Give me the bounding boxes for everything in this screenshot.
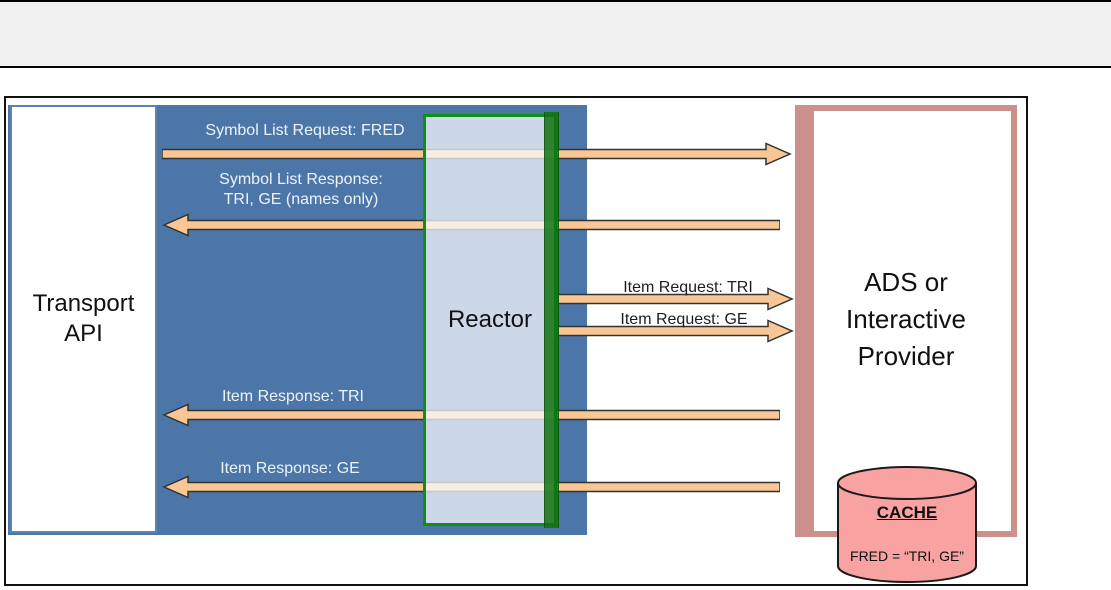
reactor-channel-bar <box>544 112 559 528</box>
reactor-box <box>423 114 557 526</box>
item-request-tri-arrow <box>558 287 794 311</box>
cache-entry: FRED = “TRI, GE” <box>850 548 964 564</box>
item-response-ge-label: Item Response: GE <box>220 460 360 477</box>
symbol-list-response-label-line1: Symbol List Response: <box>219 171 383 188</box>
cache-cylinder <box>835 464 979 586</box>
item-request-tri-label: Item Request: TRI <box>623 279 753 296</box>
item-response-tri-label: Item Response: TRI <box>222 388 364 405</box>
provider-label-line2: Interactive <box>846 304 966 334</box>
symbol-list-response-label-line2: TRI, GE (names only) <box>223 191 379 208</box>
cache-title: CACHE <box>876 503 938 522</box>
symbol-list-request-label: Symbol List Request: FRED <box>205 122 405 139</box>
transport-api-label-line2: API <box>64 320 103 347</box>
symbol-list-response-label: Symbol List Response: TRI, GE (names onl… <box>219 170 383 210</box>
provider-box <box>795 105 1017 537</box>
provider-label: ADS or Interactive Provider <box>795 264 1017 375</box>
transport-api-box: Transport API <box>10 105 157 533</box>
item-request-ge-label: Item Request: GE <box>620 311 748 328</box>
provider-label-line1: ADS or <box>864 267 948 297</box>
provider-label-line3: Provider <box>857 341 955 371</box>
reactor-label: Reactor <box>447 306 533 333</box>
top-toolbar-strip <box>0 0 1111 68</box>
transport-api-label-line1: Transport <box>32 290 135 317</box>
item-request-ge-arrow <box>558 319 794 343</box>
transport-api-label: Transport API <box>33 289 135 349</box>
